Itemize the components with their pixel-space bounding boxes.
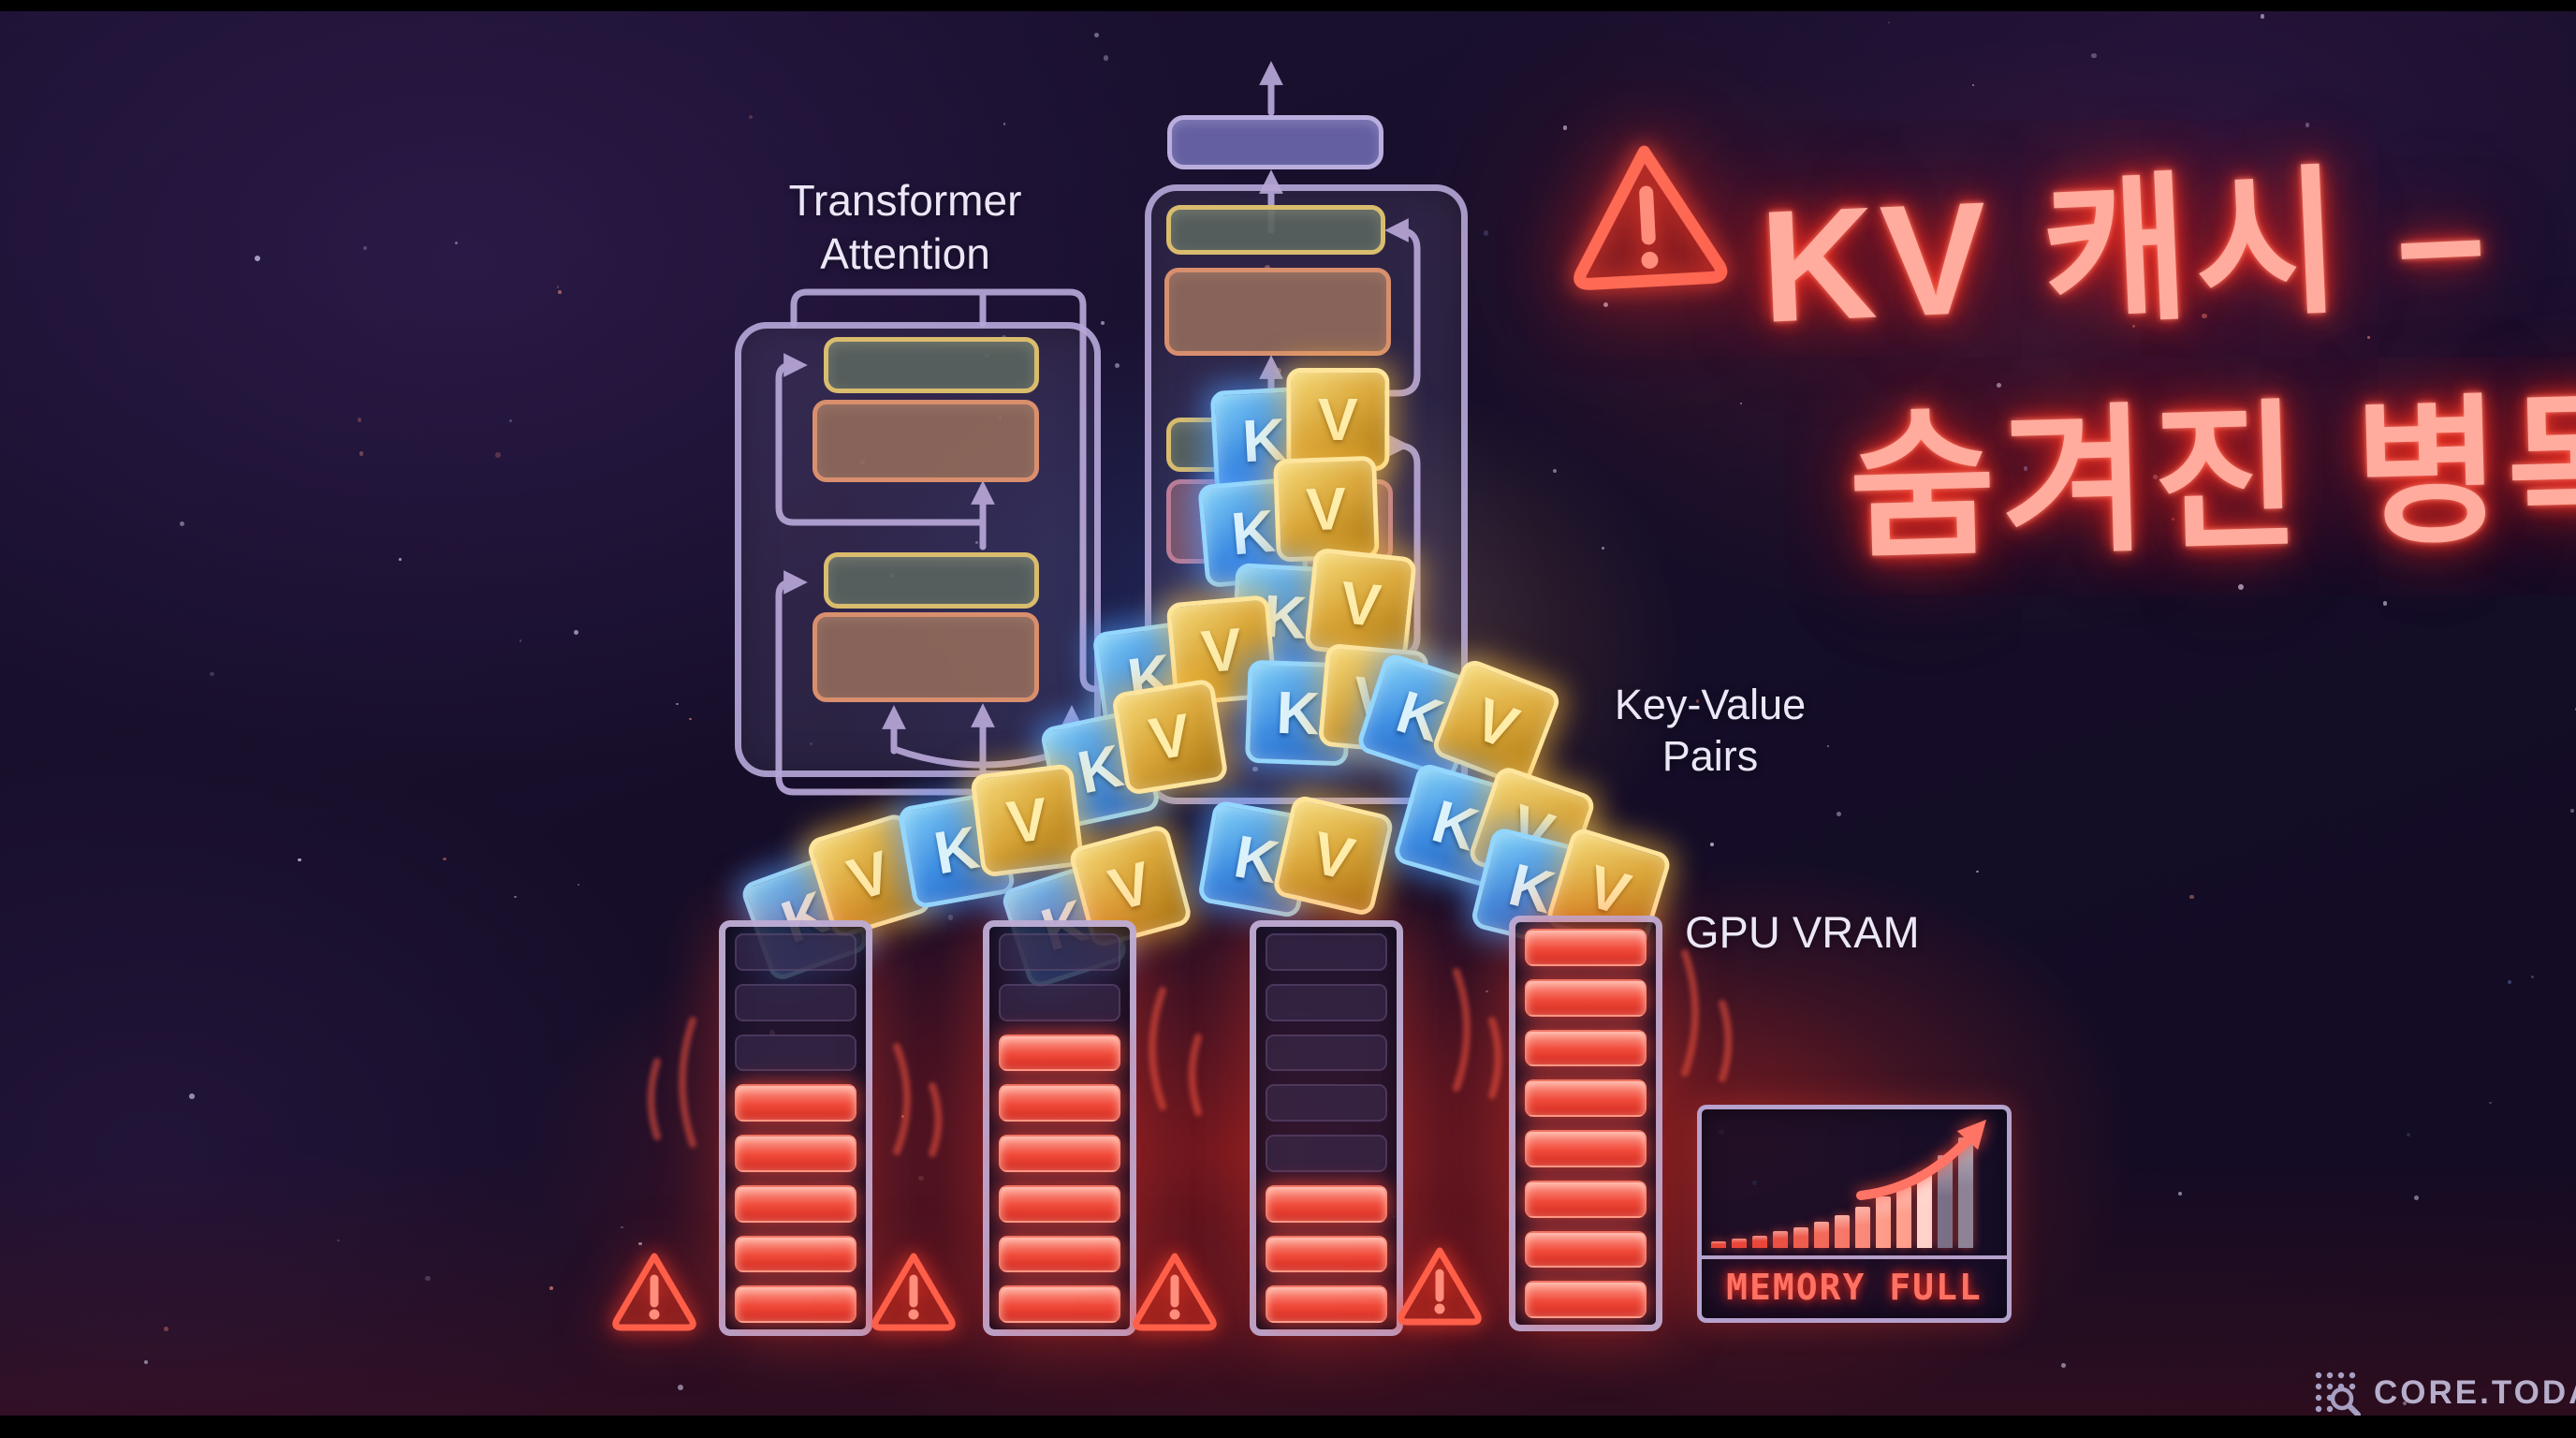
vram-segment-empty: [999, 984, 1120, 1021]
vram-segment-filled: [999, 1135, 1120, 1172]
vram-segment-filled: [735, 1285, 856, 1323]
warning-triangle-icon: [1130, 1249, 1220, 1338]
vram-segment-filled: [1525, 1181, 1647, 1218]
trend-arrow-icon: [1702, 1109, 2007, 1250]
memory-panel-divider: [1702, 1255, 2007, 1259]
vram-segment-filled: [1525, 1281, 1647, 1318]
vram-segment-filled: [1525, 1030, 1647, 1067]
vram-segment-filled: [1525, 1231, 1647, 1269]
neon-title-line1: KV 캐시 –: [1755, 106, 2495, 368]
key-value-pairs-label: Key-Value Pairs: [1565, 680, 1855, 783]
vram-segment-filled: [999, 1084, 1120, 1122]
vram-segment-empty: [735, 1034, 856, 1072]
letterbox-top: [0, 0, 2576, 11]
brand-name: CORE.TODAY: [2374, 1374, 2576, 1412]
vram-segment-filled: [1525, 1079, 1647, 1117]
brand-logo-icon: [2312, 1369, 2361, 1417]
vram-bar: [1250, 920, 1403, 1336]
vram-segment-empty: [735, 933, 856, 971]
warning-triangle-icon: [1395, 1243, 1485, 1332]
neon-title-line2: 숨겨진 병목: [1846, 338, 2576, 590]
gpu-vram-label: GPU VRAM: [1685, 906, 2022, 958]
vram-segment-empty: [735, 984, 856, 1021]
memory-panel: MEMORY FULL: [1697, 1105, 2012, 1323]
vram-segment-filled: [999, 1034, 1120, 1072]
warning-triangle-icon: [609, 1249, 699, 1338]
key-value-label-line1: Key-Value: [1565, 680, 1855, 731]
warning-triangle-icon: [869, 1249, 959, 1338]
transformer-attention-label: Transformer Attention: [718, 174, 1092, 281]
letterbox-bottom: [0, 1416, 2576, 1438]
vram-bar: [719, 920, 872, 1336]
vram-bar: [983, 920, 1136, 1336]
v-tile: V: [1273, 456, 1380, 563]
vram-segment-filled: [1525, 929, 1647, 966]
vram-segment-filled: [1525, 979, 1647, 1017]
vram-segment-empty: [1266, 984, 1387, 1021]
vram-segment-filled: [999, 1236, 1120, 1273]
vram-segment-empty: [1266, 1084, 1387, 1122]
vram-segment-filled: [1525, 1130, 1647, 1167]
vram-segment-empty: [1266, 933, 1387, 971]
vram-segment-empty: [1266, 1034, 1387, 1072]
vram-segment-filled: [999, 1285, 1120, 1323]
vram-segment-filled: [999, 1185, 1120, 1223]
vram-segment-filled: [735, 1185, 856, 1223]
vram-segment-filled: [1266, 1285, 1387, 1323]
vram-segment-filled: [735, 1135, 856, 1172]
vram-segment-empty: [999, 933, 1120, 971]
vram-segment-filled: [735, 1084, 856, 1122]
transformer-label-line1: Transformer: [718, 174, 1092, 227]
vram-segment-filled: [1266, 1236, 1387, 1273]
memory-full-label: MEMORY FULL: [1702, 1267, 2007, 1308]
brand-logo: CORE.TODAY: [2312, 1369, 2576, 1417]
key-value-label-line2: Pairs: [1565, 731, 1855, 783]
kv-pair: KV: [1196, 783, 1395, 935]
vram-bar: [1509, 916, 1662, 1331]
vram-segment-filled: [735, 1236, 856, 1273]
warning-triangle-icon: [1561, 137, 1734, 297]
transformer-label-line2: Attention: [718, 227, 1092, 281]
vram-segment-empty: [1266, 1135, 1387, 1172]
v-tile: V: [1111, 678, 1229, 796]
vram-segment-filled: [1266, 1185, 1387, 1223]
